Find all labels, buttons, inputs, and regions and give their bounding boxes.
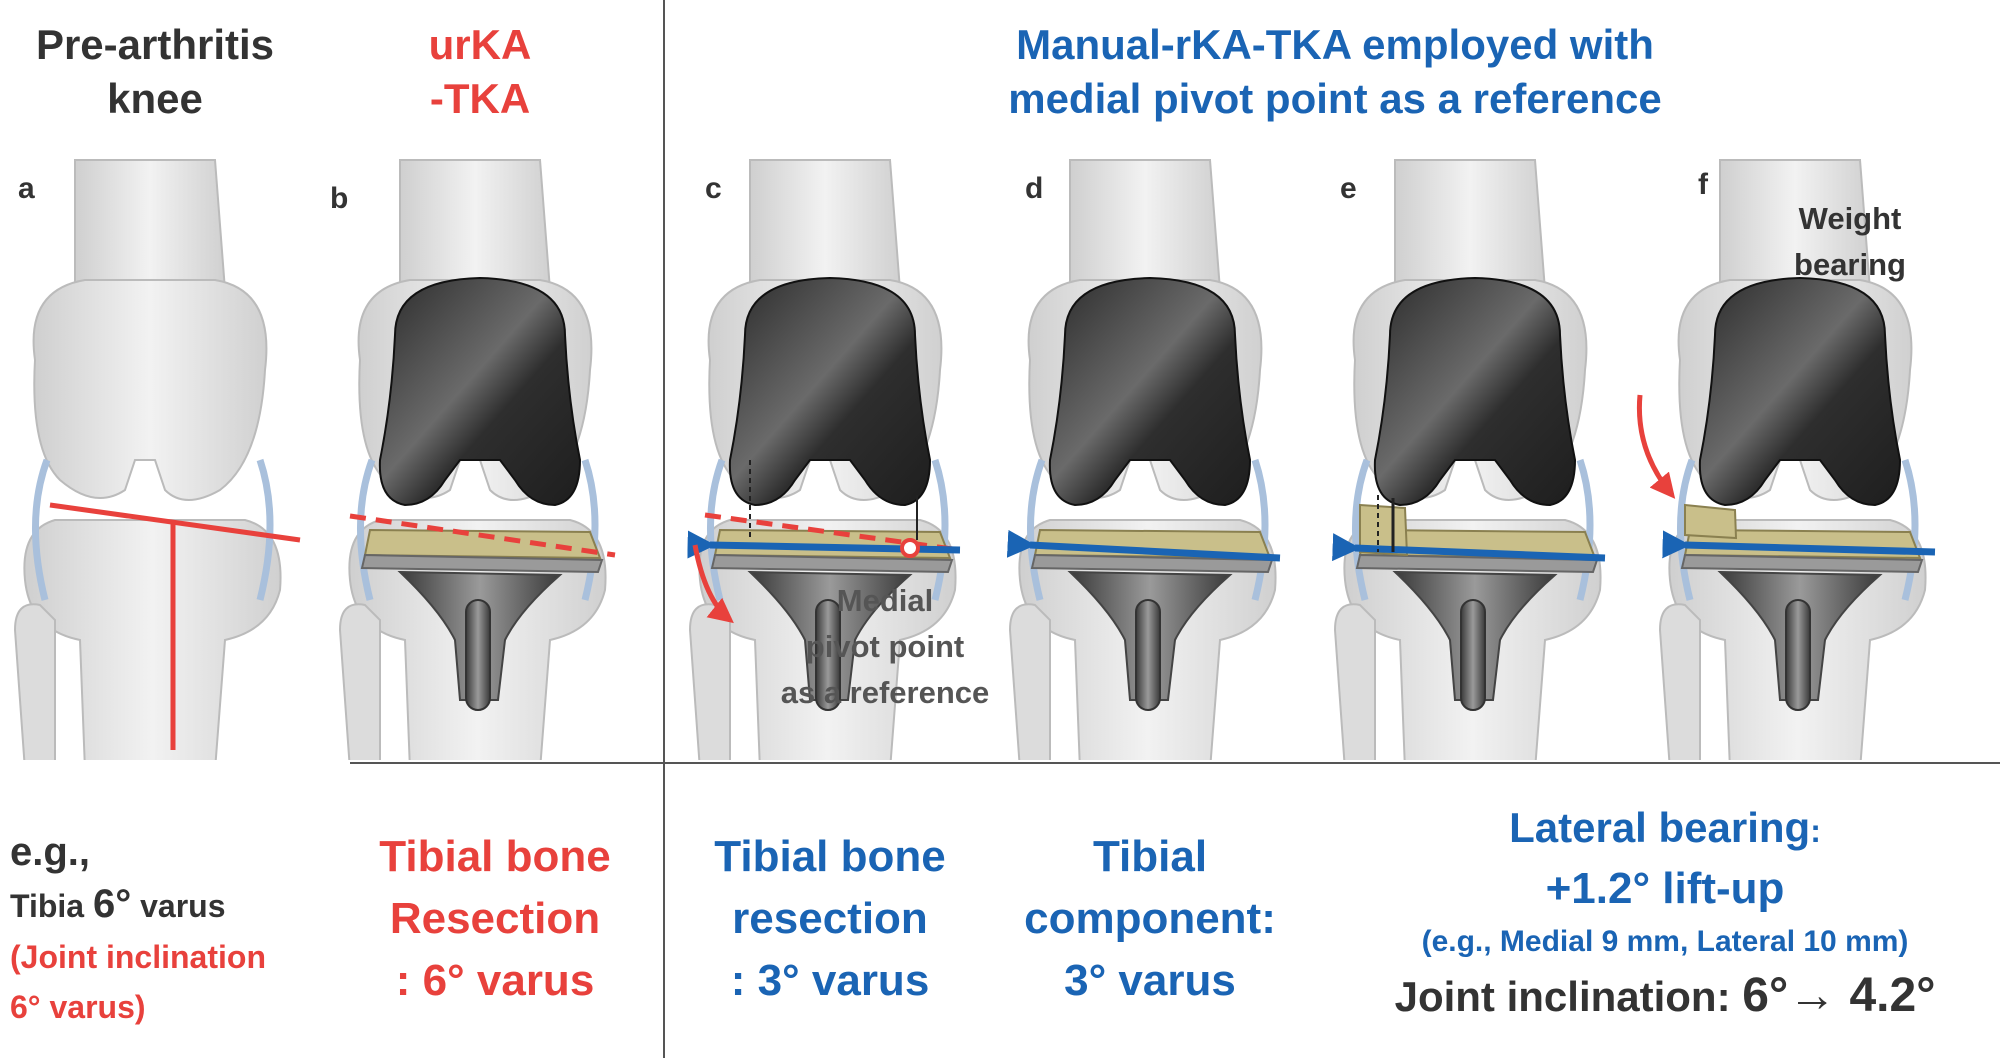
annotation-weight-line2: bearing [1794, 247, 1906, 282]
caption-a-tibia-post: varus [131, 888, 226, 924]
panel-label-b: b [330, 182, 349, 215]
annotation-medial-pivot-line1: Medial [836, 583, 934, 618]
caption-b-line2: Resection [389, 894, 601, 943]
caption-ef-line3: (e.g., Medial 9 mm, Lateral 10 mm) [1421, 925, 1909, 958]
caption-a-joint-line1: (Joint inclination [10, 939, 266, 975]
caption-ef-line4-val: 6°→ 4.2° [1742, 969, 1936, 1022]
panel-e-knee [1335, 160, 1606, 760]
panel-c-knee [690, 160, 961, 760]
header-pre-arthritis: Pre-arthritis knee [0, 18, 310, 126]
horizontal-divider [350, 762, 2000, 764]
caption-d-line1: Tibial [1092, 832, 1208, 881]
caption-ef: Lateral bearing: +1.2° lift-up (e.g., Me… [1330, 800, 2000, 1028]
panel-f-knee [1636, 160, 1936, 760]
panel-label-d: d [1025, 172, 1044, 205]
caption-b-line3: : 6° varus [395, 956, 595, 1005]
header-urka: urKA -TKA [340, 18, 620, 126]
caption-a-joint-line2: 6° varus) [10, 989, 146, 1025]
caption-a-eg: e.g., [10, 830, 91, 874]
knee-illustrations [0, 0, 1936, 760]
caption-b-line1: Tibial bone [379, 832, 611, 881]
caption-a-tibia-deg: 6° [92, 882, 132, 926]
caption-a-tibia: Tibia 6° varus [10, 878, 350, 932]
header-pre-arthritis-line2: knee [107, 75, 203, 122]
caption-a-tibia-pre: Tibia [10, 888, 93, 924]
panel-d-knee [1010, 160, 1281, 760]
caption-ef-line1: Lateral bearing: [1330, 800, 2000, 859]
caption-ef-line1-suffix: : [1810, 813, 1821, 849]
caption-ef-line1-main: Lateral bearing [1509, 804, 1811, 851]
caption-b: Tibial bone Resection : 6° varus [345, 826, 645, 1012]
header-pre-arthritis-line1: Pre-arthritis [35, 21, 275, 68]
caption-c: Tibial bone resection : 3° varus [680, 826, 980, 1012]
caption-ef-line4: Joint inclination: 6°→ 4.2° [1330, 965, 2000, 1028]
annotation-medial-pivot-line3: as a reference [780, 675, 990, 710]
annotation-medial-pivot: Medial pivot point as a reference [770, 578, 1000, 716]
caption-d: Tibial component: 3° varus [1000, 826, 1300, 1012]
annotation-weight-line1: Weight [1798, 201, 1902, 236]
panel-label-e: e [1340, 172, 1357, 205]
caption-c-line3: : 3° varus [730, 956, 930, 1005]
caption-c-line1: Tibial bone [714, 832, 946, 881]
panel-a-knee [15, 160, 301, 760]
caption-d-line3: 3° varus [1064, 956, 1236, 1005]
caption-ef-line4-pre: Joint inclination: [1394, 973, 1743, 1020]
annotation-medial-pivot-line2: pivot point [805, 629, 965, 664]
panel-label-c: c [705, 172, 722, 205]
header-manual-line1: Manual-rKA-TKA employed with [1016, 21, 1654, 68]
panel-b-knee [340, 160, 616, 760]
header-urka-line2: -TKA [429, 75, 531, 122]
caption-d-line2: component: [1024, 894, 1276, 943]
vertical-divider [663, 0, 665, 1058]
header-urka-line1: urKA [428, 21, 532, 68]
caption-ef-line2: +1.2° lift-up [1545, 864, 1785, 913]
annotation-weight-bearing: Weight bearing [1760, 196, 1940, 288]
header-manual-line2: medial pivot point as a reference [1008, 75, 1662, 122]
panel-label-f: f [1698, 168, 1708, 201]
caption-a: e.g., Tibia 6° varus (Joint inclination … [10, 826, 350, 1032]
caption-c-line2: resection [732, 894, 928, 943]
header-manual-rka: Manual-rKA-TKA employed with medial pivo… [665, 18, 2005, 126]
panel-label-a: a [18, 172, 35, 205]
